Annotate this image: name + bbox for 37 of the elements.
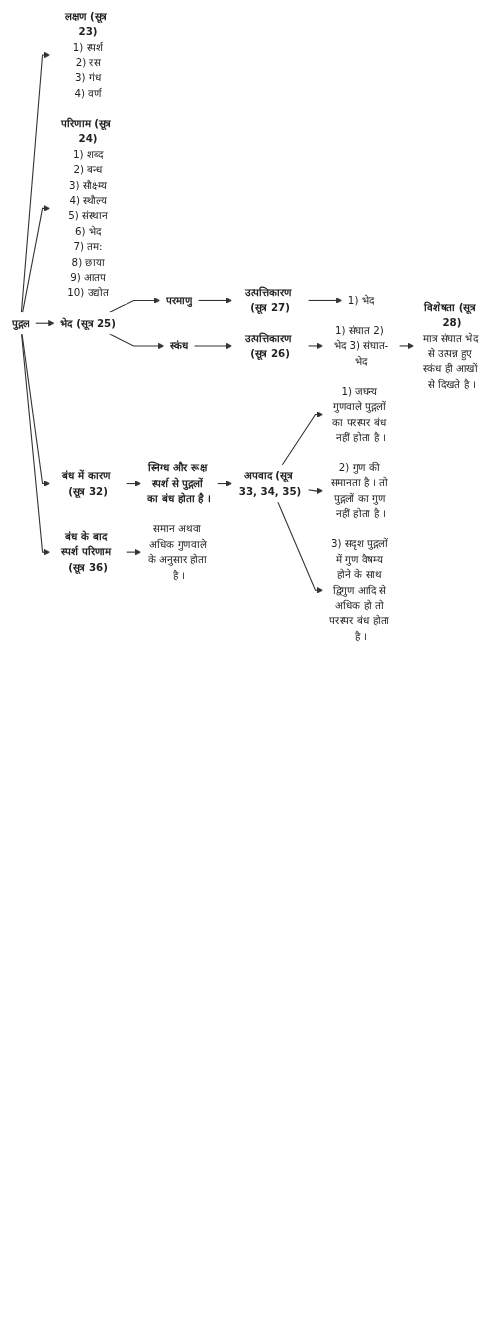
arrow xyxy=(216,480,233,487)
node-text: उत्पत्तिकारण (सूत्र 27) xyxy=(244,286,292,314)
node-text: भेद (सूत्र 25) xyxy=(60,316,116,329)
node-text: विशेषता (सूत्र 28) मात्र संघात भेद से उत्पन्न हुए स्कंध ही आखों से दिखते है । xyxy=(422,301,478,390)
arrow xyxy=(108,297,161,314)
arrow xyxy=(307,342,324,350)
arrow xyxy=(398,342,415,350)
arrow xyxy=(307,297,343,304)
arrow xyxy=(277,501,324,594)
arrow xyxy=(108,333,165,350)
node-text: 2) गुण की समानता है । तो पुद्गलों का गुण नहीं होता है । xyxy=(330,461,389,520)
node-text: उत्पत्तिकारण (सूत्र 26) xyxy=(244,332,292,360)
node-text: परिणाम (सूत्र 24) 1) शब्द 2) बन्ध 3) सौक्ष्म्य 4) स्थौल्य 5) संस्थान 6) भेद 7) तम: 8) छाया 9) आतप 10) उद्योत xyxy=(61,117,112,299)
arrow xyxy=(193,342,233,350)
node-text: स्कंध xyxy=(169,339,189,352)
node-text: 1) जघन्य गुणवाले पुद्गलों का परस्पर बंध नहीं होता है । xyxy=(332,385,387,444)
arrow xyxy=(125,548,142,556)
node-text: पुद्गल xyxy=(11,316,30,329)
arrow xyxy=(21,333,51,556)
node-text: 1) भेद xyxy=(347,294,375,306)
arrow xyxy=(125,480,142,487)
node-text: 1) संघात 2) भेद 3) संघात-भेद xyxy=(333,324,389,367)
arrow xyxy=(281,411,324,466)
node-text: स्निग्ध और रूक्ष स्पर्श से पुद्गलों का बंध होता है । xyxy=(147,461,211,505)
arrow xyxy=(197,297,233,304)
node-text: बंध के बाद स्पर्श परिणाम (सूत्र 36) xyxy=(61,530,112,574)
arrow xyxy=(22,205,51,314)
arrow xyxy=(20,51,51,314)
node-text: लक्षण (सूत्र 23) 1) स्पर्श 2) रस 3) गंध 4) वर्ण xyxy=(65,10,108,100)
node-text: बंध में कारण (सूत्र 32) xyxy=(62,469,111,497)
arrow xyxy=(307,487,324,495)
node-text: समान अथवा अधिक गुणवाले के अनुसार होता है । xyxy=(147,522,208,581)
node-text: 3) सदृश पुद्गलों में गुण वैषम्य होने के साथ द्विगुण आदि से अधिक हो तो परस्पर बंध होता है । xyxy=(329,537,390,643)
arrow xyxy=(34,320,55,327)
node-text: अपवाद (सूत्र 33, 34, 35) xyxy=(238,469,302,497)
arrow xyxy=(21,333,51,487)
node-text: परमाणु xyxy=(165,294,193,306)
